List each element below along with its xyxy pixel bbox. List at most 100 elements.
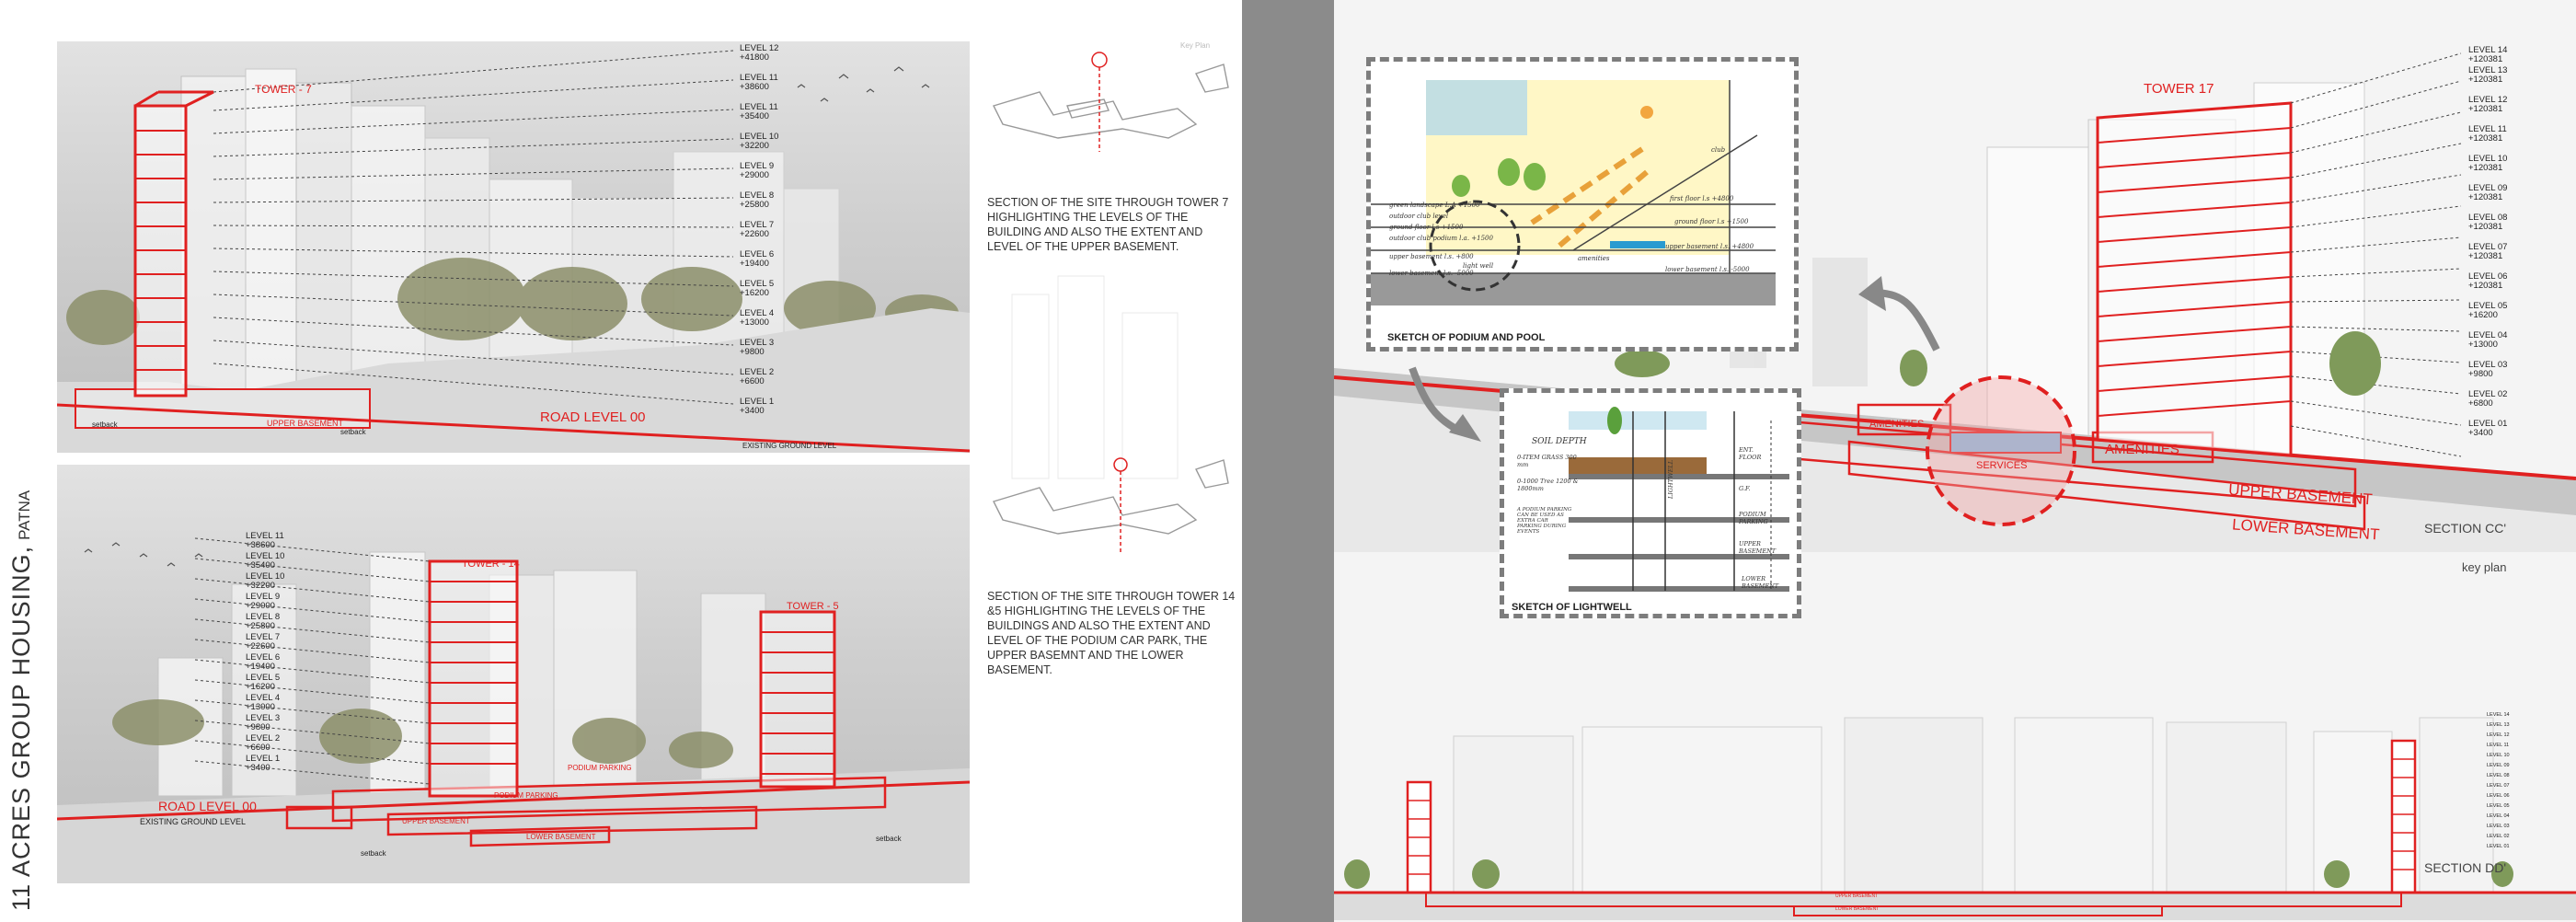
- dd-level: LEVEL 12: [2487, 732, 2510, 738]
- sky-blue: [1426, 80, 1527, 135]
- note-left: outdoor club podium l.a. +1500: [1389, 235, 1493, 242]
- sketch-podium-pool-drawing: [1371, 80, 1776, 305]
- soil-layer: [1569, 457, 1707, 474]
- tower-17-outline: [2096, 101, 2293, 457]
- level-value: +19400: [246, 662, 275, 672]
- caption-section-tower-14-5: SECTION OF THE SITE THROUGH TOWER 14 &5 …: [987, 590, 1236, 676]
- arrow-head: [1858, 276, 1886, 311]
- level-label: LEVEL 10: [246, 551, 285, 561]
- tower-17-label: TOWER 17: [2144, 81, 2214, 97]
- dd-level: LEVEL 03: [2487, 824, 2510, 829]
- note-right: lower basement l.s. -5000: [1665, 266, 1750, 273]
- lightwell-note: 0-1000 Tree 1200 & 1800mm: [1517, 478, 1579, 492]
- tower-7-floor-lines: [135, 130, 186, 371]
- trees: [1344, 859, 2513, 889]
- section-tower-7-drawing: [57, 50, 970, 453]
- level-value: +3400: [2468, 428, 2493, 438]
- level-label: LEVEL 3: [246, 713, 281, 723]
- level-label: LEVEL 4: [740, 308, 775, 318]
- level-value: +120381: [2468, 75, 2503, 85]
- tower-5-outline: [759, 610, 836, 789]
- level-label: LEVEL 1: [740, 397, 775, 407]
- level-value: +6600: [740, 376, 765, 386]
- birds: [797, 66, 930, 102]
- trees: [1615, 331, 2381, 396]
- section-a-level-column: LEVEL 12 +41800 LEVEL 11 +38600 LEVEL 11…: [740, 44, 795, 416]
- lightwell-note: A PODIUM PARKING CAN BE USED AS EXTRA CA…: [1517, 507, 1572, 535]
- ghost-tower-sketch: [1011, 275, 1179, 479]
- section-tower-14-5: TOWER - 14 TOWER - 5 LEVEL 11 +38600 LEV…: [57, 465, 970, 883]
- road-level-label: ROAD LEVEL 00: [540, 409, 646, 425]
- level-value: +13000: [740, 317, 769, 328]
- dd-level: LEVEL 11: [2487, 743, 2510, 748]
- level-label: LEVEL 8: [740, 190, 775, 201]
- level-label: LEVEL 8: [246, 612, 281, 622]
- level-value: +120381: [2468, 104, 2503, 114]
- level-label: LEVEL 06: [2468, 271, 2508, 282]
- services-highlight-circle: [1926, 375, 2076, 526]
- spine-title: 11 ACRES GROUP HOUSING,PATNA: [7, 490, 36, 911]
- podium-parking-label: PODIUM PARKING: [494, 791, 558, 800]
- level-value: +29000: [740, 170, 769, 180]
- level-value: +120381: [2468, 281, 2503, 291]
- level-value: +25800: [740, 200, 769, 210]
- level-value: +9800: [740, 347, 765, 357]
- lightwell-note: ENT. FLOOR: [1739, 446, 1762, 461]
- level-leaders: [213, 50, 734, 405]
- light-well-circle: [1429, 200, 1521, 292]
- dd-level: LEVEL 04: [2487, 813, 2510, 819]
- level-label: LEVEL 11: [740, 73, 778, 83]
- section-cc-drawing: [1334, 52, 2576, 552]
- note-left: green landscape L.A +1500: [1389, 202, 1480, 209]
- level-value: +120381: [2468, 133, 2503, 144]
- level-value: +9800: [2468, 369, 2493, 379]
- tower-5-floor-lines: [761, 631, 834, 775]
- level-label: LEVEL 08: [2468, 213, 2508, 223]
- dd-level: LEVEL 01: [2487, 844, 2510, 849]
- level-value: +6800: [2468, 398, 2493, 409]
- level-value: +16200: [740, 288, 769, 298]
- slabs: [1569, 474, 1789, 592]
- left-page: 11 ACRES GROUP HOUSING,PATNA: [0, 0, 1242, 922]
- level-label: LEVEL 9: [246, 592, 281, 602]
- sun: [1640, 106, 1653, 119]
- level-value: +120381: [2468, 54, 2503, 64]
- level-value: +16200: [246, 682, 275, 692]
- level-value: +35400: [740, 111, 769, 121]
- tower-5-label: TOWER - 5: [787, 601, 839, 612]
- note-right: first floor l.s +4800: [1670, 195, 1734, 202]
- level-value: +41800: [740, 52, 769, 63]
- existing-ground-label: EXISTING GROUND LEVEL: [742, 442, 837, 450]
- dd-level: LEVEL 02: [2487, 834, 2510, 839]
- note-right: ground floor l.s +1500: [1674, 218, 1749, 225]
- trees: [66, 258, 959, 345]
- section-cc-level-column: LEVEL 14 +120381 LEVEL 13 +120381 LEVEL …: [2468, 46, 2542, 438]
- dd-basements: [1425, 892, 2402, 916]
- level-value: +22600: [740, 229, 769, 239]
- level-value: +3400: [740, 406, 765, 416]
- level-value: +32200: [740, 141, 769, 151]
- sketch-lightwell: SOIL DEPTH 0-ITEM GRASS 300 mm 0-1000 Tr…: [1500, 388, 1801, 618]
- section-tower-14-5-drawing: [57, 537, 970, 883]
- level-label: LEVEL 10: [2468, 154, 2508, 164]
- level-label: LEVEL 5: [740, 279, 775, 289]
- podium-parking-label: PODIUM PARKING: [568, 764, 632, 772]
- lightwell-note: PODIUM PARKING: [1739, 511, 1768, 525]
- basement-outlines: [285, 776, 887, 847]
- sketch-lightwell-drawing: [1569, 407, 1789, 592]
- level-label: LEVEL 10: [246, 571, 285, 582]
- project-city: PATNA: [16, 490, 33, 540]
- lightwell-note: SOIL DEPTH: [1532, 437, 1587, 446]
- ground-shade: [1371, 273, 1776, 305]
- section-b-level-column: LEVEL 11 +38600 LEVEL 10 +35400 LEVEL 10…: [246, 532, 301, 773]
- upper-basement-label: UPPER BASEMENT: [402, 817, 470, 825]
- road-level-line: [57, 780, 970, 821]
- level-label: LEVEL 12: [740, 43, 779, 53]
- amenities-left-label: AMENITIES: [1869, 419, 1925, 430]
- level-label: LEVEL 5: [246, 673, 281, 683]
- setback-label: setback: [876, 835, 902, 843]
- dd-level: LEVEL 09: [2487, 763, 2510, 768]
- level-label: LEVEL 4: [246, 693, 281, 703]
- level-label: LEVEL 03: [2468, 360, 2508, 370]
- level-label: LEVEL 1: [246, 754, 281, 764]
